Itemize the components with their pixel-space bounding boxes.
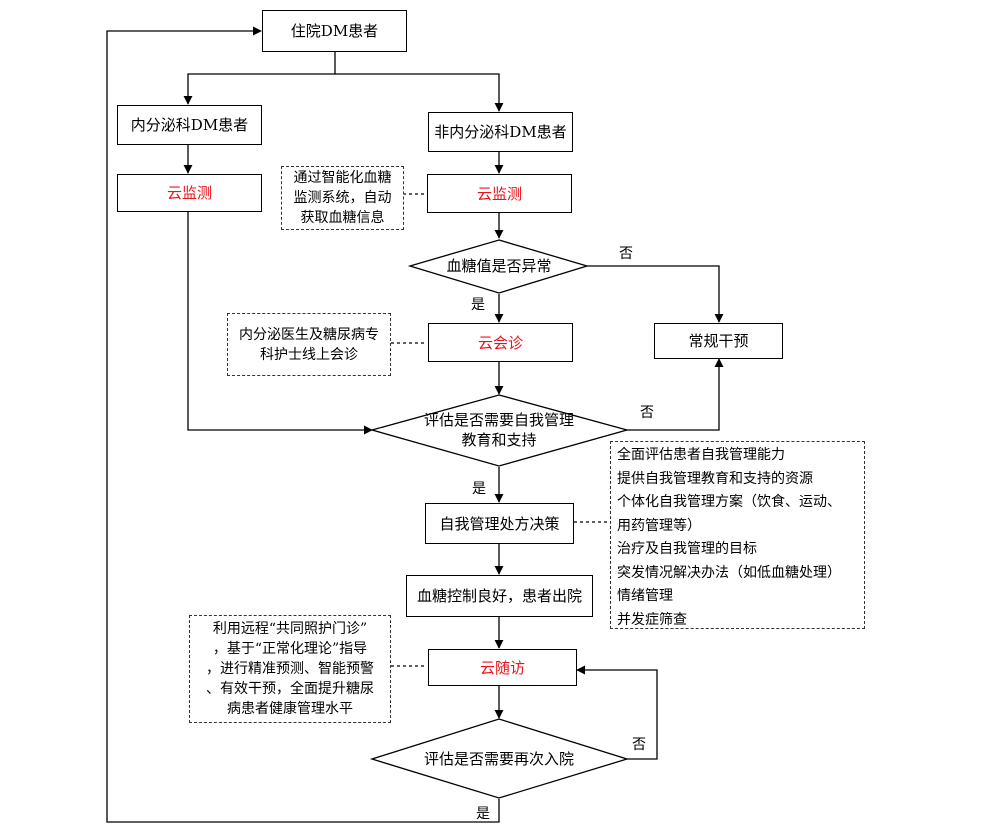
cloud-monitor-left-node: 云监测: [117, 174, 262, 212]
self-mgmt-item: 治疗及自我管理的目标: [617, 541, 757, 557]
note-followup-line-1: 利用远程“共同照护门诊”: [212, 621, 368, 637]
self-mgmt-item: 用药管理等）: [617, 517, 701, 534]
decision-self-mgmt-line-1: 评估是否需要自我管理: [423, 411, 574, 429]
note-monitor-line-1: 通过智能化血糖: [293, 170, 392, 186]
self-mgmt-item: 个体化自我管理方案（饮食、运动、: [617, 494, 841, 510]
self-mgmt-item: 并发症筛查: [617, 611, 687, 628]
note-monitor-system: 通过智能化血糖 监测系统，自动 获取血糖信息: [281, 166, 404, 230]
note-consult-line-1: 内分泌医生及糖尿病专: [239, 326, 379, 343]
endo-patient-node: 内分泌科DM患者: [117, 105, 262, 145]
edge-left-monitor-to-assess: [187, 212, 373, 435]
note-followup-desc: 利用远程“共同照护门诊” ，基于“正常化理论”指导 ，进行精准预测、智能预警 、…: [189, 615, 391, 723]
note-consult-line-2: 科护士线上会诊: [260, 346, 358, 363]
routine-intervention-label: 常规干预: [688, 332, 749, 350]
edge-start-split: [183, 52, 336, 105]
label-glucose-no: 否: [619, 246, 633, 262]
cloud-monitor-right-node: 云监测: [427, 174, 572, 213]
discharge-label: 血糖控制良好，患者出院: [416, 587, 582, 605]
decision-self-mgmt-text: 评估是否需要自我管理 教育和支持: [414, 409, 584, 451]
self-mgmt-item: 提供自我管理教育和支持的资源: [617, 470, 813, 487]
discharge-node: 血糖控制良好，患者出院: [406, 575, 593, 617]
routine-intervention-node: 常规干预: [654, 323, 783, 359]
non-endo-patient-label: 非内分泌科DM患者: [434, 123, 567, 141]
cloud-monitor-right-label: 云监测: [476, 184, 522, 203]
edge-glucose-no: [587, 265, 724, 323]
label-glucose-yes: 是: [471, 297, 485, 313]
note-followup-line-3: ，进行精准预测、智能预警: [206, 661, 374, 677]
note-self-mgmt-items: 全面评估患者自我管理能力 提供自我管理教育和支持的资源 个体化自我管理方案（饮食…: [610, 441, 865, 629]
label-self-mgmt-no: 否: [640, 405, 654, 421]
edge-start-to-nonendo: [335, 73, 504, 112]
decision-readmission-text: 评估是否需要再次入院: [414, 749, 584, 769]
edge-readmit-yes: [106, 26, 500, 823]
decision-self-mgmt-line-2: 教育和支持: [461, 431, 537, 449]
edge-readmit-no: [576, 665, 658, 760]
start-node: 住院DM患者: [262, 10, 407, 52]
endo-patient-label: 内分泌科DM患者: [130, 116, 249, 134]
note-followup-line-4: 、有效干预，全面提升糖尿: [206, 681, 374, 697]
note-monitor-line-3: 获取血糖信息: [300, 210, 385, 226]
label-readmit-no: 否: [632, 737, 646, 753]
self-mgmt-decision-label: 自我管理处方决策: [439, 514, 560, 533]
cloud-followup-label: 云随访: [479, 658, 525, 677]
note-monitor-line-2: 监测系统，自动: [293, 190, 392, 206]
cloud-consult-node: 云会诊: [428, 323, 573, 362]
decision-self-mgmt-diamond: [369, 394, 630, 467]
decision-glucose-text: 血糖值是否异常: [429, 256, 569, 276]
note-followup-line-5: 病患者健康管理水平: [227, 701, 353, 717]
self-mgmt-item: 突发情况解决办法（如低血糖处理）: [617, 564, 841, 581]
note-followup-line-2: ，基于“正常化理论”指导: [212, 641, 368, 657]
edge-assess-no: [627, 358, 724, 431]
decision-glucose-label: 血糖值是否异常: [446, 257, 552, 275]
cloud-followup-node: 云随访: [428, 649, 577, 686]
decision-readmission-diamond: [369, 718, 630, 799]
non-endo-patient-node: 非内分泌科DM患者: [428, 112, 573, 152]
self-mgmt-decision-node: 自我管理处方决策: [425, 503, 574, 544]
cloud-consult-label: 云会诊: [477, 333, 523, 352]
decision-readmission-label: 评估是否需要再次入院: [423, 750, 574, 768]
decision-glucose-diamond: [407, 239, 590, 294]
note-consult-team: 内分泌医生及糖尿病专 科护士线上会诊: [227, 313, 391, 376]
label-readmit-yes: 是: [476, 806, 490, 822]
start-label: 住院DM患者: [290, 22, 379, 40]
cloud-monitor-left-label: 云监测: [166, 184, 212, 202]
label-self-mgmt-yes: 是: [472, 481, 486, 497]
self-mgmt-item: 全面评估患者自我管理能力: [617, 447, 785, 463]
self-mgmt-item: 情绪管理: [617, 588, 673, 604]
